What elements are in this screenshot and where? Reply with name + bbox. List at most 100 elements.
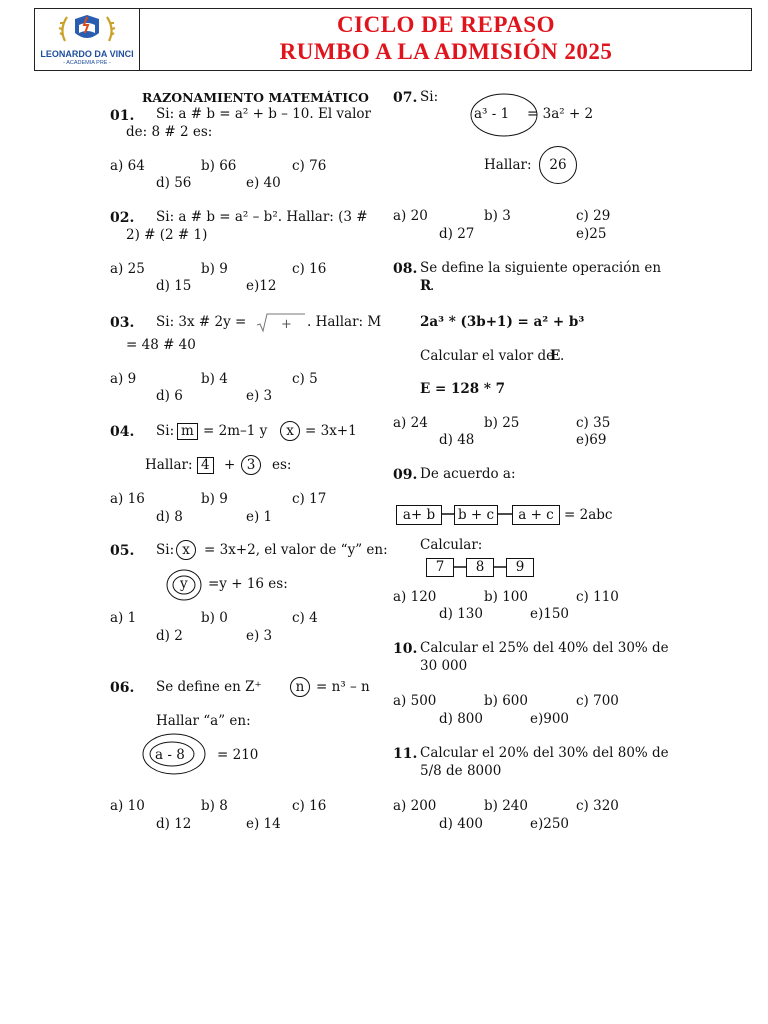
q02-option-d: d) 15 [156,278,192,294]
q04-es: es: [272,457,292,473]
q05-option-d: d) 2 [156,628,183,644]
q07-expr: a³ - 1 [474,106,510,122]
q09-option-a: a) 120 [393,589,437,605]
q01-option-c: c) 76 [292,158,327,174]
q05-option-e: e) 3 [246,628,273,644]
q04-number: 04. [110,424,135,440]
q10-option-b: b) 600 [484,693,528,709]
q02-option-b: b) 9 [201,261,228,277]
q03-option-b: b) 4 [201,371,228,387]
q09-calc-box-1: 7 [426,558,454,577]
q05-double-circle [166,569,202,601]
q01-option-e: e) 40 [246,175,281,191]
q05-circle-y: y [180,576,188,592]
q08-text: Se define la siguiente operación en [420,260,662,276]
q04-box-m: m [177,423,198,440]
q05-circle-x: x [176,540,196,560]
q07-eq: = 3a² + 2 [527,106,594,122]
q06-hallar: Hallar “a” en: [156,713,251,729]
q05-option-b: b) 0 [201,610,228,626]
q02-option-e: e)12 [246,278,277,294]
q04-circle-3: 3 [241,455,261,475]
q09-option-d: d) 130 [439,606,483,622]
q06-circle-a8: a - 8 [155,747,185,763]
q06-eq-2: = 210 [217,747,259,763]
q07-option-b: b) 3 [484,208,511,224]
academy-emblem-icon [58,15,116,42]
q11-option-a: a) 200 [393,798,437,814]
q05-option-c: c) 4 [292,610,318,626]
q06-option-b: b) 8 [201,798,228,814]
q09-number: 09. [393,467,418,483]
q05-number: 05. [110,543,135,559]
q09-calc-box-2: 8 [466,558,494,577]
q02-number: 02. [110,210,135,226]
q03-option-a: a) 9 [110,371,137,387]
svg-text:+: + [281,317,292,332]
q09-option-e: e)150 [530,606,570,622]
q04-si: Si: [156,423,175,439]
q06-option-c: c) 16 [292,798,327,814]
q09-box-1: a+ b [396,505,442,525]
q11-option-e: e)250 [530,816,570,832]
page-title-line-2: RUMBO A LA ADMISIÓN 2025 [279,39,613,64]
q02-text-2: 2) # (2 # 1) [126,227,208,243]
q07-option-a: a) 20 [393,208,428,224]
q01-option-b: b) 66 [201,158,237,174]
q08-number: 08. [393,261,418,277]
q03-option-d: d) 6 [156,388,183,404]
q01-text: Si: a # b = a² + b – 10. El valor [156,106,372,122]
q09-calc: Calcular: [420,537,483,553]
q08-period-2: . [560,348,565,364]
q06-circle-n: n [290,677,310,697]
q08-option-a: a) 24 [393,415,428,431]
q09-box-3: a + c [512,505,560,525]
q10-text-2: 30 000 [420,658,468,674]
q09-text: De acuerdo a: [420,466,516,482]
q10-option-d: d) 800 [439,711,483,727]
logo-subtitle: - ACADEMIA PRE - [63,60,111,66]
q05-option-a: a) 1 [110,610,137,626]
q09-option-b: b) 100 [484,589,528,605]
q04-option-e: e) 1 [246,509,273,525]
q10-option-c: c) 700 [576,693,619,709]
header: LEONARDO DA VINCI - ACADEMIA PRE - CICLO… [34,8,752,71]
q11-option-d: d) 400 [439,816,483,832]
q07-option-e: e)25 [576,226,607,242]
q04-hallar: Hallar: [145,457,193,473]
q06-option-d: d) 12 [156,816,192,832]
q04-box-4: 4 [197,457,214,474]
q06-eq: = n³ – n [316,679,370,695]
q10-option-e: e)900 [530,711,570,727]
q11-text-2: 5/8 de 8000 [420,763,502,779]
q09-calc-box-3: 9 [506,558,534,577]
q09-box-2: b + c [454,505,498,525]
q10-text: Calcular el 25% del 40% del 30% de [420,640,669,656]
q02-option-c: c) 16 [292,261,327,277]
q03-option-e: e) 3 [246,388,273,404]
q03-text-2: = 48 # 40 [126,337,196,353]
q02-option-a: a) 25 [110,261,145,277]
q04-option-b: b) 9 [201,491,228,507]
q10-number: 10. [393,641,418,657]
q11-text: Calcular el 20% del 30% del 80% de [420,745,669,761]
q06-double-circle [142,733,206,775]
q04-option-c: c) 17 [292,491,327,507]
q02-text: Si: a # b = a² – b². Hallar: (3 # [156,209,368,225]
q08-option-b: b) 25 [484,415,520,431]
q09-option-c: c) 110 [576,589,619,605]
q06-option-a: a) 10 [110,798,145,814]
q10-option-a: a) 500 [393,693,437,709]
q04-eq-2: = 3x+1 [305,423,357,439]
q06-text: Se define en Z⁺ [156,679,262,695]
q07-si: Si: [420,89,439,105]
q07-number: 07. [393,90,418,106]
section-title: RAZONAMIENTO MATEMÁTICO [142,90,369,105]
q03-text-b: . Hallar: M [307,314,382,330]
q06-option-e: e) 14 [246,816,281,832]
page-title-line-1: CICLO DE REPASO [337,12,555,37]
q04-eq-1: = 2m–1 y [203,423,268,439]
q01-option-d: d) 56 [156,175,192,191]
square-root-icon: + [256,313,305,333]
q09-eq: = 2abc [564,507,613,523]
